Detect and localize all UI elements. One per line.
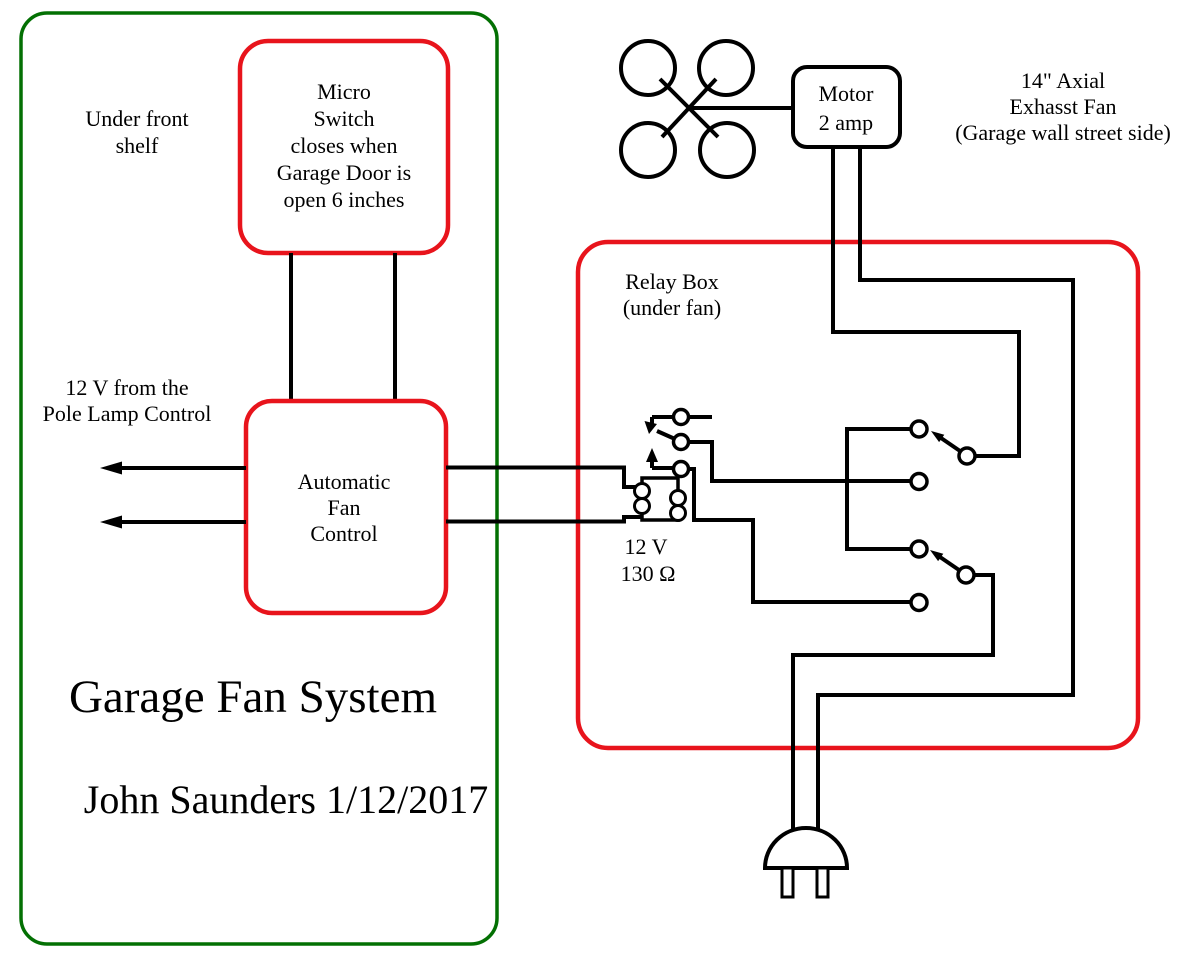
left-arrow-icon	[100, 515, 246, 529]
fan-control-line: Fan	[328, 495, 361, 520]
motor-label: Motor 2 amp	[819, 81, 875, 135]
fan-icon	[619, 39, 756, 179]
coil-resistance-label: 130 Ω	[621, 561, 676, 586]
garage-outline-box	[19, 11, 499, 946]
motor-right-lead-wire	[816, 147, 1075, 833]
under-shelf-line: shelf	[116, 133, 159, 158]
exhaust-fan-label: 14" Axial Exhasst Fan (Garage wall stree…	[955, 68, 1171, 145]
micro-switch-label: Micro Switch closes when Garage Door is …	[277, 79, 411, 212]
relay-box-line: (under fan)	[623, 295, 721, 320]
exhaust-fan-line: 14" Axial	[1021, 68, 1105, 93]
motor-line: Motor	[819, 81, 875, 106]
motor-box	[791, 65, 902, 149]
micro-switch-line: open 6 inches	[284, 187, 405, 212]
micro-switch-line: Garage Door is	[277, 160, 411, 185]
micro-switch-line: closes when	[291, 133, 398, 158]
relay-box-line: Relay Box	[625, 269, 719, 294]
control-coil-wire-a	[446, 465, 642, 489]
author-date: John Saunders 1/12/2017	[84, 777, 488, 822]
fan-control-line: Control	[310, 521, 377, 546]
control-coil-wire-b	[446, 515, 642, 524]
relay-coil-icon	[633, 476, 687, 522]
left-arrow-icon	[100, 461, 246, 475]
pole-lamp-label: 12 V from the Pole Lamp Control	[43, 375, 212, 426]
fan-control-label: Automatic Fan Control	[298, 469, 391, 546]
motor-left-lead-wire	[831, 147, 1021, 458]
up-arrow-icon	[646, 448, 658, 468]
switch-bus-wire	[845, 427, 911, 551]
pole-lamp-line: 12 V from the	[65, 375, 188, 400]
fan-control-line: Automatic	[298, 469, 391, 494]
relay-box-label: Relay Box (under fan)	[623, 269, 721, 320]
coil-voltage-label: 12 V	[625, 534, 668, 559]
under-front-shelf-label: Under front shelf	[85, 106, 188, 158]
exhaust-fan-line: Exhasst Fan	[1010, 94, 1117, 119]
toggle-switch-icon	[909, 539, 976, 613]
relay-armature	[644, 407, 912, 604]
switch2-plug-wire	[791, 573, 995, 832]
micro-switch-box	[237, 38, 451, 256]
motor-line: 2 amp	[819, 110, 873, 135]
micro-switch-line: Switch	[313, 106, 374, 131]
pole-lamp-line: Pole Lamp Control	[43, 401, 212, 426]
exhaust-fan-line: (Garage wall street side)	[955, 120, 1171, 145]
under-shelf-line: Under front	[85, 106, 188, 131]
page-title: Garage Fan System	[69, 671, 437, 723]
toggle-switch-icon	[909, 419, 977, 492]
micro-switch-line: Micro	[317, 79, 371, 104]
power-plug-icon	[762, 826, 850, 899]
fan-control-box	[243, 398, 449, 616]
